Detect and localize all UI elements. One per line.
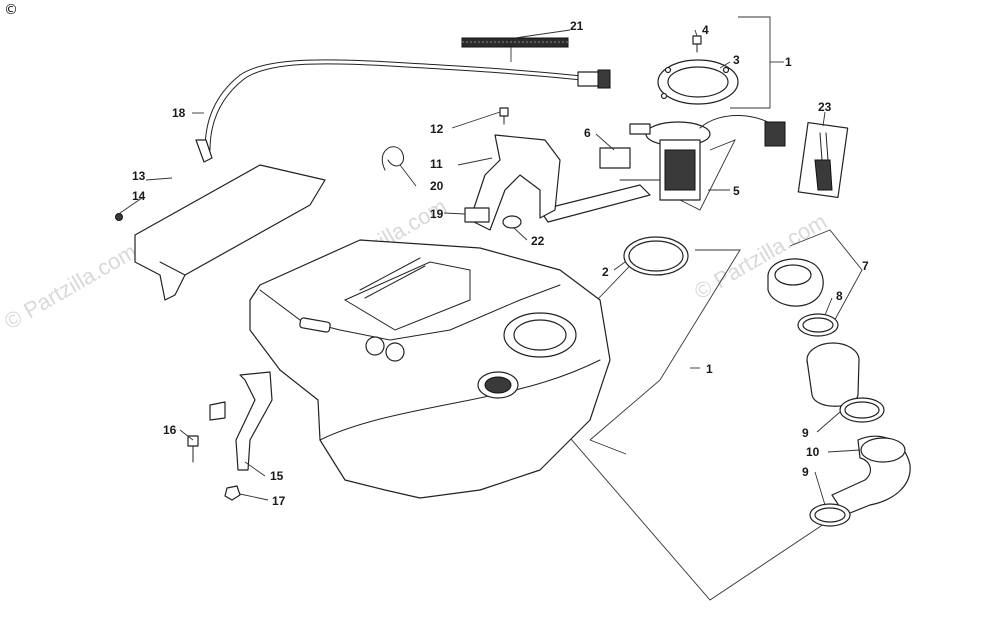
group-bracket-1-tail — [589, 439, 627, 455]
group-bracket-1-main — [589, 249, 741, 441]
part-23-sensor — [797, 121, 849, 199]
part-22-grommet — [502, 215, 522, 229]
part-7-fuel-cap — [767, 258, 824, 307]
callout-9-lower: 9 — [802, 465, 809, 479]
group-bracket-5 — [679, 139, 736, 211]
callout-18: 18 — [172, 106, 186, 120]
callout-23: 23 — [818, 100, 832, 114]
part-12-bolt — [499, 107, 509, 125]
callout-21: 21 — [570, 19, 584, 33]
callout-6: 6 — [584, 126, 591, 140]
callout-11: 11 — [430, 157, 443, 171]
callout-2: 2 — [602, 265, 609, 279]
callout-12: 12 — [430, 122, 444, 136]
callout-1-main: 1 — [706, 362, 713, 376]
callout-10: 10 — [806, 445, 820, 459]
part-18-fuel-hose — [195, 59, 611, 163]
group-bracket-1-top — [730, 16, 771, 109]
callout-14: 14 — [132, 189, 146, 203]
part-8-gasket — [797, 313, 839, 337]
part-21-foam-strip — [461, 37, 569, 48]
filler-bracket-line — [519, 379, 831, 601]
callout-19: 19 — [430, 207, 444, 221]
part-20-clip — [381, 146, 404, 171]
callout-1-top: 1 — [785, 55, 792, 69]
part-4-screw — [692, 35, 702, 53]
fuel-tank — [249, 239, 611, 499]
callout-8: 8 — [836, 289, 843, 303]
part-16-bolt — [187, 435, 199, 463]
callout-15: 15 — [270, 469, 284, 483]
part-11-bracket — [469, 134, 561, 231]
part-13-heat-shield — [134, 164, 326, 301]
leader-lines — [119, 29, 861, 506]
callout-17: 17 — [272, 494, 286, 508]
callout-3: 3 — [733, 53, 740, 67]
part-15-bracket — [209, 371, 273, 471]
part-3-lock-ring — [657, 59, 739, 105]
part-9-clamp-upper — [839, 397, 885, 423]
part-2-seal — [623, 236, 689, 276]
part-19-pad — [464, 207, 490, 223]
callout-5: 5 — [733, 184, 740, 198]
part-10-filler-hose — [831, 435, 911, 516]
callout-16: 16 — [163, 423, 177, 437]
group-bracket-7 — [789, 229, 863, 326]
part-9-clamp-lower — [809, 503, 851, 527]
callout-labels: 21 18 4 3 1 12 6 23 11 13 14 20 5 19 22 … — [132, 19, 869, 508]
callout-22: 22 — [531, 234, 545, 248]
callout-13: 13 — [132, 169, 146, 183]
callout-20: 20 — [430, 179, 444, 193]
watermark: © Partzilla.com — [0, 239, 141, 335]
part-17-nut — [224, 485, 241, 501]
part-14-fastener — [115, 213, 123, 221]
filler-neck — [806, 342, 860, 407]
part-6-fuel-pump — [539, 115, 786, 223]
callout-9-upper: 9 — [802, 426, 809, 440]
callout-4: 4 — [702, 23, 709, 37]
callout-7: 7 — [862, 259, 869, 273]
copyright-symbol: © — [4, 2, 18, 18]
